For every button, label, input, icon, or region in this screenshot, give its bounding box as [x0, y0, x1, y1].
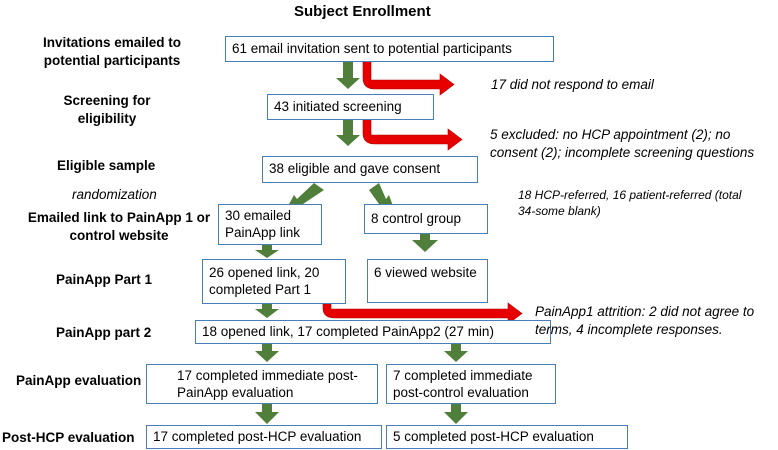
box-viewed-website: 6 viewed website — [367, 259, 488, 303]
stage-randomization: randomization — [72, 187, 157, 202]
box-screening: 43 initiated screening — [267, 94, 434, 120]
box-opened-part1: 26 opened link, 20 completed Part 1 — [202, 259, 346, 304]
box-painapp-link: 30 emailed PainApp link — [218, 204, 322, 245]
stage-post-hcp: Post-HCP evaluation — [2, 430, 135, 445]
stage-screening: Screening for eligibility — [63, 93, 151, 126]
down-arrow-eval-left — [255, 404, 279, 424]
box-control-group: 8 control group — [364, 204, 488, 234]
box-control-eval: 7 completed immediate post-control evalu… — [386, 364, 556, 404]
down-arrow-part2-left — [255, 344, 279, 362]
stage-evaluation: PainApp evaluation — [16, 373, 142, 388]
box-painapp-eval: 17 completed immediate post-PainApp eval… — [146, 364, 378, 404]
stage-part1: PainApp Part 1 — [56, 272, 153, 287]
box-part2: 18 opened link, 17 completed PainApp2 (2… — [195, 320, 551, 344]
note-referrals: 18 HCP-referred, 16 patient-referred (to… — [518, 188, 742, 218]
note-attrition: PainApp1 attrition: 2 did not agree to t… — [535, 304, 755, 337]
down-arrow-screening — [336, 120, 360, 146]
exit-arrow-no-response — [362, 61, 455, 96]
stage-eligible: Eligible sample — [57, 158, 156, 173]
note-excluded: 5 excluded: no HCP appointment (2); no c… — [490, 127, 755, 160]
stage-emailed-link: Emailed link to PainApp 1 or control web… — [27, 210, 211, 243]
exit-arrow-attrition — [322, 302, 523, 325]
box-invitation: 61 email invitation sent to potential pa… — [225, 36, 554, 62]
diagram-title: Subject Enrollment — [294, 3, 431, 20]
down-arrow-part1 — [255, 304, 279, 318]
down-arrow-invite — [336, 62, 360, 89]
stage-part2: PainApp part 2 — [56, 325, 152, 340]
down-arrow-control-group — [412, 234, 438, 252]
down-arrow-eval-right — [444, 404, 468, 424]
diag-arrow-control — [369, 183, 393, 209]
box-post-hcp-control: 5 completed post-HCP evaluation — [386, 425, 628, 449]
box-eligible: 38 eligible and gave consent — [262, 156, 478, 183]
exit-arrow-excluded — [362, 119, 463, 151]
stage-invitations: Invitations emailed to potential partici… — [42, 35, 182, 68]
down-arrow-part2-right — [444, 344, 468, 362]
note-no-response: 17 did not respond to email — [491, 77, 654, 92]
box-post-hcp-painapp: 17 completed post-HCP evaluation — [146, 425, 382, 449]
down-arrow-painapp-link — [255, 245, 279, 258]
diag-arrow-painapp — [288, 183, 324, 209]
